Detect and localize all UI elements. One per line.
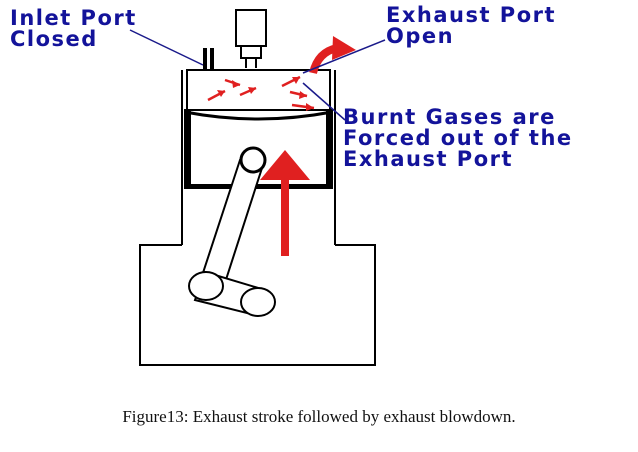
exhaust-port-label-line1: Exhaust Port (386, 3, 556, 27)
inlet-valve (203, 48, 214, 70)
crank (188, 270, 276, 317)
exhaust-port-label-line2: Open (386, 24, 454, 48)
cylinder-head (186, 69, 331, 111)
burnt-gases-label-line1: Burnt Gases are (343, 105, 556, 129)
inlet-port-label-line2: Closed (10, 27, 98, 51)
inlet-port-label-line1: Inlet Port (10, 6, 137, 30)
burnt-gases-label-line2: Forced out of the (343, 126, 573, 150)
leader-lines (129, 29, 386, 121)
cylinder-walls (181, 70, 336, 245)
labels: Inlet Port Closed Exhaust Port Open Burn… (10, 3, 573, 171)
exhaust-out-arrow (309, 36, 356, 75)
gas-flow-arrowheads (217, 77, 314, 111)
burnt-gases-label-line3: Exhaust Port (343, 147, 513, 171)
figure-caption: Figure13: Exhaust stroke followed by exh… (122, 407, 515, 426)
crankcase (139, 244, 376, 366)
piston-up-arrow (260, 150, 310, 256)
spark-plug (235, 9, 267, 68)
